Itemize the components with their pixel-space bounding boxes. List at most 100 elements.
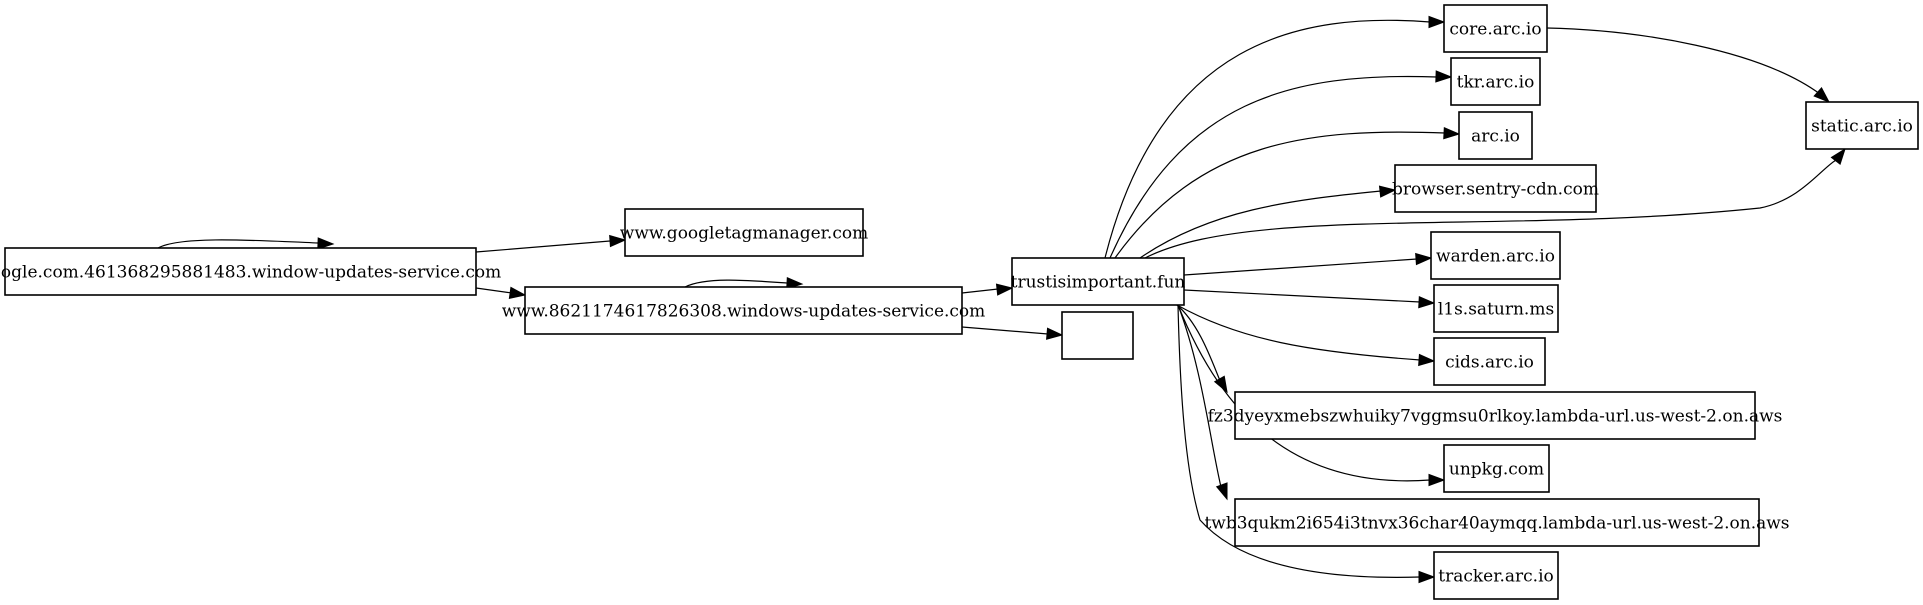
node-warden: warden.arc.io <box>1430 231 1561 280</box>
edge-line <box>475 240 611 253</box>
edges-layer <box>157 15 1846 584</box>
nodes-layer: google.com.461368295881483.window-update… <box>0 4 1919 600</box>
arrowhead-icon <box>1830 147 1846 166</box>
node-label: static.arc.io <box>1811 117 1913 137</box>
arrowhead-icon <box>1418 353 1436 367</box>
edge-line <box>961 288 999 294</box>
edge-line <box>1139 190 1382 259</box>
edge-line <box>1183 289 1421 303</box>
edge-trust-to-static <box>1144 147 1846 259</box>
node-l1s: l1s.saturn.ms <box>1433 284 1559 333</box>
node-twb: twb3qukm2i654i3tnvx36char40aymqq.lambda-… <box>1204 498 1790 547</box>
node-label: browser.sentry-cdn.com <box>1392 180 1599 200</box>
node-blank <box>1061 311 1134 360</box>
arrowhead-icon <box>995 283 1014 296</box>
arrowhead-icon <box>1418 570 1436 584</box>
arrowhead-icon <box>1418 295 1436 309</box>
edge-line <box>1104 19 1431 259</box>
edge-trust-to-tracker <box>1177 304 1436 584</box>
node-unpkg: unpkg.com <box>1443 444 1550 493</box>
node-tracker: tracker.arc.io <box>1433 551 1559 600</box>
node-label: l1s.saturn.ms <box>1438 300 1554 320</box>
edge-core-to-static <box>1546 27 1831 103</box>
node-box <box>1394 164 1597 213</box>
node-static: static.arc.io <box>1805 101 1919 150</box>
edge-line <box>1144 159 1837 259</box>
arrowhead-icon <box>1215 482 1228 501</box>
arrowhead-icon <box>1046 327 1064 340</box>
edge-google-to-google <box>157 237 335 250</box>
node-box <box>1443 4 1548 53</box>
edge-line <box>1177 304 1421 578</box>
edge-line <box>1176 304 1421 361</box>
node-gtm: www.googletagmanager.com <box>620 208 868 257</box>
node-sentry: browser.sentry-cdn.com <box>1392 164 1599 213</box>
node-box <box>1805 101 1919 150</box>
node-box <box>1443 444 1550 493</box>
node-box <box>4 247 477 296</box>
edge-trust-to-warden <box>1183 252 1433 276</box>
arrowhead-icon <box>1428 473 1446 487</box>
edge-trust-to-arc <box>1114 126 1461 259</box>
arrowhead-icon <box>1435 70 1453 83</box>
edge-line <box>475 287 513 294</box>
node-box <box>624 208 864 257</box>
node-label: cids.arc.io <box>1445 353 1534 373</box>
edge-google-to-gtm <box>475 234 627 253</box>
node-label: arc.io <box>1471 127 1520 147</box>
arrowhead-icon <box>317 237 335 250</box>
edge-trust-to-cids <box>1176 304 1436 367</box>
node-label: tkr.arc.io <box>1457 73 1535 93</box>
node-box <box>1011 257 1185 306</box>
node-box <box>1433 337 1546 386</box>
node-arc: arc.io <box>1458 111 1533 160</box>
node-core: core.arc.io <box>1443 4 1548 53</box>
node-box <box>1433 551 1559 600</box>
node-label: tracker.arc.io <box>1438 567 1554 587</box>
edge-trust-to-l1s <box>1183 289 1436 309</box>
node-box <box>1433 284 1559 333</box>
arrowhead-icon <box>508 286 527 299</box>
edge-google-to-www862 <box>475 286 527 299</box>
node-box <box>1234 391 1756 440</box>
node-trust: trustisimportant.fun <box>1011 257 1186 306</box>
arrowhead-icon <box>1415 252 1433 266</box>
node-label: www.8621174617826308.windows-updates-ser… <box>502 302 986 322</box>
node-label: unpkg.com <box>1449 460 1544 480</box>
edge-trust-to-core <box>1104 15 1446 259</box>
node-box <box>524 286 963 335</box>
edge-line <box>684 279 788 288</box>
node-cids: cids.arc.io <box>1433 337 1546 386</box>
edge-line <box>1177 304 1222 488</box>
arrowhead-icon <box>1443 126 1461 140</box>
node-box <box>1450 57 1541 106</box>
edge-trust-to-tkr <box>1109 70 1453 259</box>
edge-line <box>1109 75 1438 259</box>
node-box <box>1234 498 1760 547</box>
node-google: google.com.461368295881483.window-update… <box>0 247 501 296</box>
edge-line <box>1546 27 1821 95</box>
edge-trust-to-sentry <box>1139 185 1397 259</box>
node-label: google.com.461368295881483.window-update… <box>0 263 501 283</box>
edge-line <box>1183 258 1418 276</box>
node-www862: www.8621174617826308.windows-updates-ser… <box>502 286 986 335</box>
node-label: fz3dyeyxmebszwhuiky7vggmsu0rlkoy.lambda-… <box>1208 407 1783 427</box>
edge-line <box>157 239 319 249</box>
node-label: www.googletagmanager.com <box>620 224 868 244</box>
edge-www862-to-blank <box>961 326 1064 340</box>
arrowhead-icon <box>1378 185 1397 198</box>
edge-line <box>961 326 1049 335</box>
node-label: warden.arc.io <box>1436 247 1555 267</box>
node-fz3: fz3dyeyxmebszwhuiky7vggmsu0rlkoy.lambda-… <box>1208 391 1783 440</box>
arrowhead-icon <box>1813 87 1831 103</box>
edge-www862-to-trust <box>961 283 1014 296</box>
node-box <box>1430 231 1561 280</box>
edge-trust-to-twb <box>1177 304 1228 501</box>
edge-line <box>1176 304 1222 384</box>
node-label: core.arc.io <box>1449 20 1541 40</box>
arrowhead-icon <box>1428 15 1446 29</box>
node-label: trustisimportant.fun <box>1011 273 1186 293</box>
node-box <box>1458 111 1533 160</box>
node-box <box>1061 311 1134 360</box>
